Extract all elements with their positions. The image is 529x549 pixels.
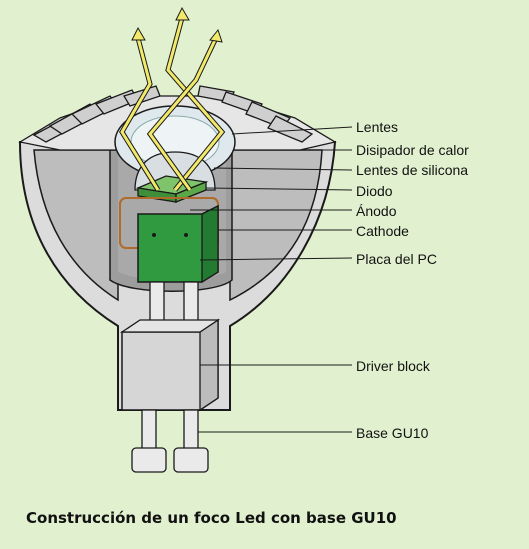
lens xyxy=(114,105,236,179)
label-disipador-de-calor: Disipador de calor xyxy=(356,142,469,158)
label-driver-block: Driver block xyxy=(356,358,430,374)
label-lentes-de-silicona: Lentes de silicona xyxy=(356,162,469,178)
pcb-plate xyxy=(137,204,219,284)
label-anodo: Ánodo xyxy=(356,203,397,219)
light-rays xyxy=(119,6,226,192)
gu10-base xyxy=(131,409,209,473)
leader-lines xyxy=(190,126,353,433)
label-lentes: Lentes xyxy=(356,119,399,135)
label-diodo: Diodo xyxy=(356,183,393,199)
diagram-caption: Construcción de un foco Led con base GU1… xyxy=(26,509,397,527)
label-base-gu10: Base GU10 xyxy=(356,425,429,441)
label-cathode: Cathode xyxy=(356,223,409,239)
label-placa-del-pc: Placa del PC xyxy=(356,251,437,267)
